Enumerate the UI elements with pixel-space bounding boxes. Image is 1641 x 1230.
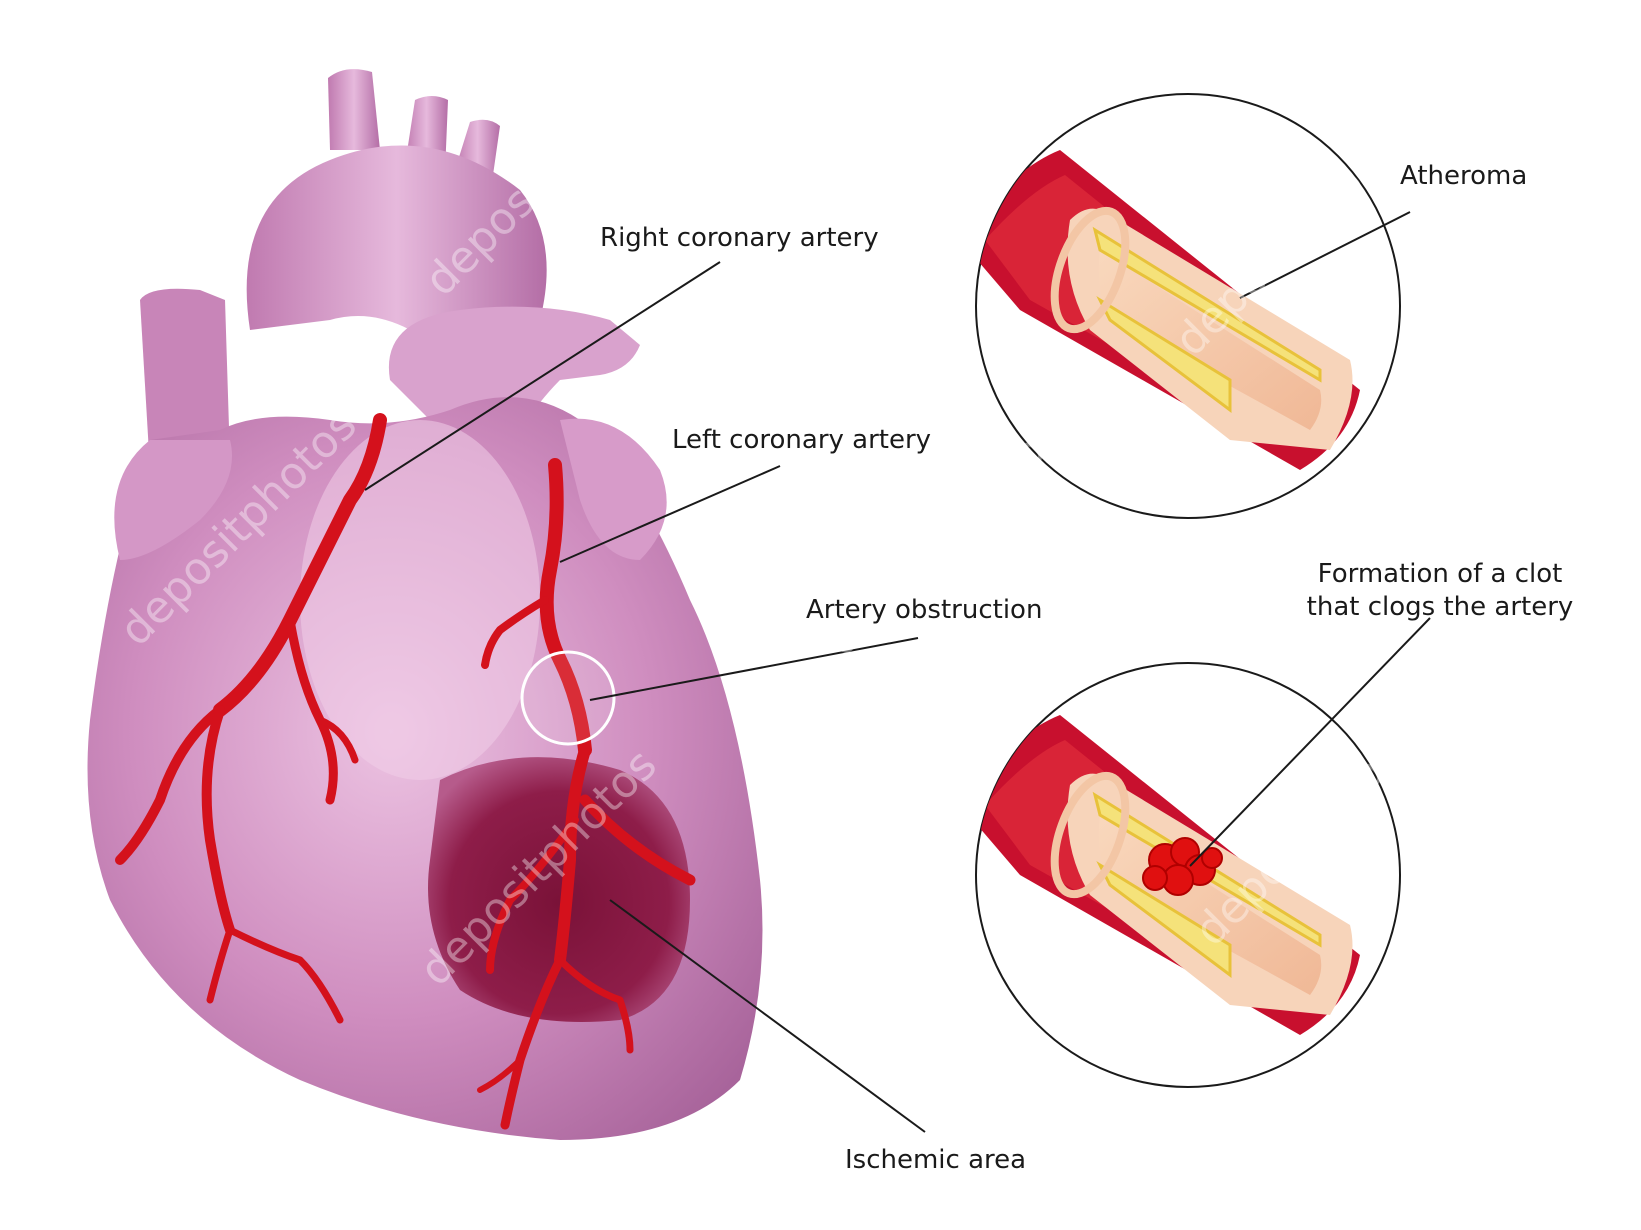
clot-inset xyxy=(960,663,1400,1087)
label-artery-obstruction: Artery obstruction xyxy=(806,594,1042,627)
label-clot-formation: Formation of a clot that clogs the arter… xyxy=(1300,558,1580,623)
label-left-coronary-artery: Left coronary artery xyxy=(672,424,931,457)
aorta-branch-1 xyxy=(328,69,380,150)
label-ischemic-area: Ischemic area xyxy=(845,1144,1026,1177)
label-atheroma: Atheroma xyxy=(1400,160,1527,193)
ischemic-area xyxy=(428,757,690,1022)
label-right-coronary-artery: Right coronary artery xyxy=(600,222,879,255)
